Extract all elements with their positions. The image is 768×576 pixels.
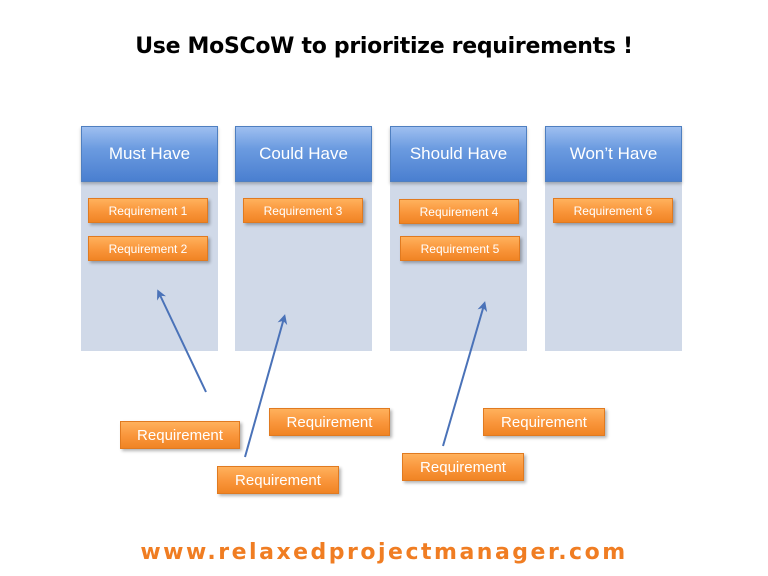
column-must-have: Must Have Requirement 1 Requirement 2 xyxy=(81,126,218,351)
column-header-could-have: Could Have xyxy=(235,126,372,182)
requirement-card[interactable]: Requirement 5 xyxy=(400,236,520,261)
requirement-card[interactable]: Requirement 3 xyxy=(243,198,363,223)
requirement-card[interactable]: Requirement 2 xyxy=(88,236,208,261)
column-could-have: Could Have Requirement 3 xyxy=(235,126,372,351)
requirement-card[interactable]: Requirement 1 xyxy=(88,198,208,223)
column-header-must-have: Must Have xyxy=(81,126,218,182)
column-header-should-have: Should Have xyxy=(390,126,527,182)
unsorted-requirement-card[interactable]: Requirement xyxy=(217,466,339,494)
column-header-wont-have: Won’t Have xyxy=(545,126,682,182)
requirement-card[interactable]: Requirement 6 xyxy=(553,198,673,223)
footer-website-link[interactable]: www.relaxedprojectmanager.com xyxy=(140,540,628,565)
unsorted-requirement-card[interactable]: Requirement xyxy=(483,408,605,436)
page-title: Use MoSCoW to prioritize requirements ! xyxy=(135,34,633,59)
requirement-card[interactable]: Requirement 4 xyxy=(399,199,519,224)
unsorted-requirement-card[interactable]: Requirement xyxy=(402,453,524,481)
column-should-have: Should Have Requirement 4 Requirement 5 xyxy=(390,126,527,351)
column-wont-have: Won’t Have Requirement 6 xyxy=(545,126,682,351)
unsorted-requirement-card[interactable]: Requirement xyxy=(120,421,240,449)
unsorted-requirement-card[interactable]: Requirement xyxy=(269,408,390,436)
